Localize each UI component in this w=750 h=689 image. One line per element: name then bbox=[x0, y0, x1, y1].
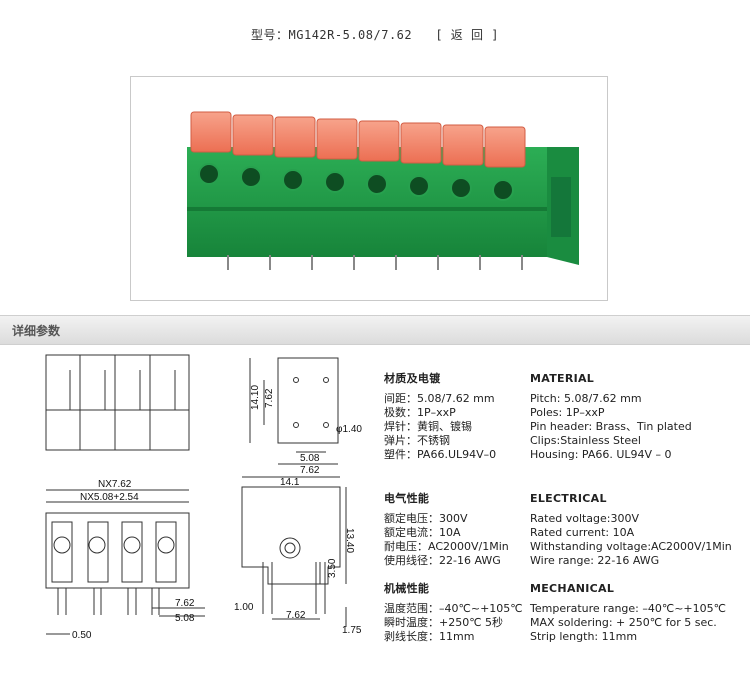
en-material-row: Clips:Stainless Steel bbox=[530, 434, 641, 447]
en-material-row: Poles: 1P–xxP bbox=[530, 406, 605, 419]
dim-762: 7.62 bbox=[175, 598, 195, 609]
dim-side-762: 7.62 bbox=[264, 388, 275, 408]
cn-electrical-row: 额定电压：300V bbox=[384, 512, 468, 525]
cn-electrical-heading: 电气性能 bbox=[384, 492, 430, 505]
dim-sec-100: 1.00 bbox=[234, 602, 254, 613]
cn-mechanical-heading: 机械性能 bbox=[384, 582, 430, 595]
en-electrical-row: Rated current: 10A bbox=[530, 526, 635, 539]
en-material-row: Housing: PA66. UL94V – 0 bbox=[530, 448, 672, 461]
en-material-row: Pitch: 5.08/7.62 mm bbox=[530, 392, 642, 405]
cn-material-row: 弹片：不锈钢 bbox=[384, 434, 450, 447]
en-mechanical-row: MAX soldering: + 250℃ for 5 sec. bbox=[530, 616, 717, 629]
dim-side-508: 5.08 bbox=[300, 453, 320, 464]
en-mechanical-row: Strip length: 11mm bbox=[530, 630, 638, 643]
dim-sec-1340: 13.40 bbox=[344, 528, 355, 553]
dim-sec-350: 3.50 bbox=[327, 558, 338, 578]
en-material-heading: MATERIAL bbox=[530, 372, 595, 385]
en-mechanical-heading: MECHANICAL bbox=[530, 582, 615, 595]
dim-508: 5.08 bbox=[175, 613, 195, 624]
cn-mechanical-row: 温度范围：–40℃~+105℃ bbox=[384, 602, 523, 615]
section-header: 详细参数 bbox=[0, 315, 750, 345]
spec-cn: 材质及电镀 间距：5.08/7.62 mm 极数：1P–xxP 焊针：黄铜、镀锡… bbox=[384, 372, 523, 644]
cn-electrical-row: 额定电流：10A bbox=[384, 526, 461, 539]
dim-nx508: NX5.08+2.54 bbox=[80, 492, 139, 503]
en-electrical-heading: ELECTRICAL bbox=[530, 492, 607, 505]
cn-mechanical-row: 瞬时温度：+250℃ 5秒 bbox=[384, 616, 504, 629]
section-title: 详细参数 bbox=[12, 324, 61, 338]
cn-mechanical-row: 剥线长度：11mm bbox=[384, 630, 475, 643]
dim-phi: φ1.40 bbox=[336, 424, 362, 435]
side-view-drawing: 14.10 7.62 φ1.40 5.08 7.62 14.1 13.40 3.… bbox=[234, 357, 362, 636]
cn-electrical-row: 耐电压：AC2000V/1Min bbox=[384, 540, 509, 553]
en-electrical-row: Rated voltage:300V bbox=[530, 512, 640, 525]
en-mechanical-row: Temperature range: –40℃~+105℃ bbox=[530, 602, 726, 615]
en-electrical-row: Wire range: 22-16 AWG bbox=[530, 554, 660, 567]
en-electrical-row: Withstanding voltage:AC2000V/1Min bbox=[530, 540, 732, 553]
dim-nx762: NX7.62 bbox=[98, 479, 132, 490]
en-material-row: Pin header: Brass、Tin plated bbox=[530, 420, 692, 433]
page-title: 型号：MG142R-5.08/7.62 [ 返 回 ] bbox=[0, 26, 750, 43]
dim-sec-762: 7.62 bbox=[286, 610, 306, 621]
spec-en: MATERIAL Pitch: 5.08/7.62 mm Poles: 1P–x… bbox=[530, 372, 732, 644]
dim-sec-141: 14.1 bbox=[280, 477, 300, 488]
cn-material-row: 焊针：黄铜、镀锡 bbox=[384, 420, 472, 433]
cn-material-row: 极数：1P–xxP bbox=[384, 406, 456, 419]
terminal-block-image bbox=[187, 111, 579, 270]
product-photo bbox=[130, 76, 608, 301]
cn-electrical-row: 使用线径：22-16 AWG bbox=[384, 554, 501, 567]
cn-material-row: 塑件：PA66.UL94V–0 bbox=[384, 448, 497, 461]
dim-side-1410: 14.10 bbox=[250, 385, 261, 410]
model-title: 型号：MG142R-5.08/7.62 bbox=[251, 28, 413, 42]
dim-sec-175: 1.75 bbox=[342, 625, 362, 636]
return-link[interactable]: [ 返 回 ] bbox=[435, 28, 499, 42]
front-view-drawing: NX7.62 NX5.08+2.54 7.62 5.08 0.50 bbox=[45, 354, 205, 641]
cn-material-row: 间距：5.08/7.62 mm bbox=[384, 392, 495, 405]
dim-side-762b: 7.62 bbox=[300, 465, 320, 476]
dim-050: 0.50 bbox=[72, 630, 92, 641]
cn-material-heading: 材质及电镀 bbox=[384, 372, 441, 385]
